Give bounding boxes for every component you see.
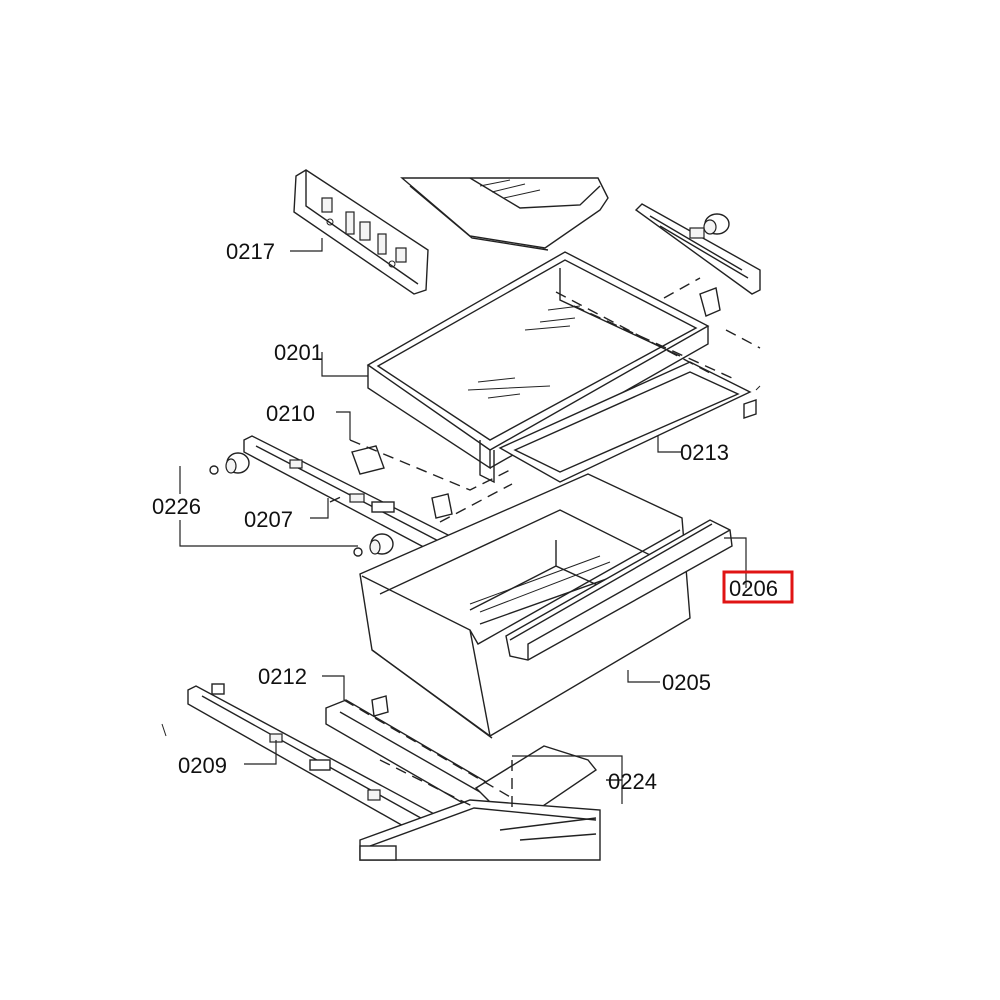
control-panel-part [293, 169, 429, 295]
label-0210: 0210 [266, 401, 315, 426]
highlight-box-0206 [722, 570, 794, 604]
label-0207: 0207 [244, 507, 293, 532]
label-0209: 0209 [178, 753, 227, 778]
roller-parts [209, 452, 394, 557]
label-0226: 0226 [152, 494, 201, 519]
label-0213: 0213 [680, 440, 729, 465]
leader-lines [179, 238, 747, 804]
shelf-frame-part [498, 361, 752, 483]
bottom-tray-part [359, 745, 601, 861]
label-0217: 0217 [226, 239, 275, 264]
upper-tray-fragment [400, 177, 609, 251]
drawer-handle-part [505, 519, 733, 661]
crisper-drawer-part [359, 473, 691, 739]
left-rail-part [243, 435, 463, 563]
label-0206: 0206 [729, 576, 778, 601]
label-0201: 0201 [274, 340, 323, 365]
right-rail-part [634, 203, 761, 419]
label-0224: 0224 [608, 769, 657, 794]
label-0212: 0212 [258, 664, 307, 689]
label-0205: 0205 [662, 670, 711, 695]
